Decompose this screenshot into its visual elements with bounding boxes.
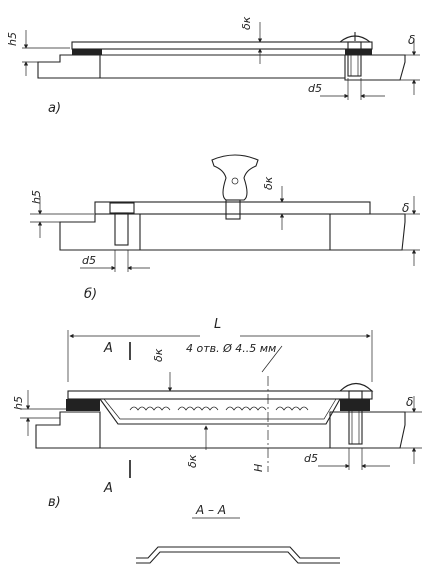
view-b-base-right — [329, 213, 406, 251]
view-c-gasket-right — [340, 399, 370, 411]
view-c: L 4 отв. Ø 4..5 мм A h5 δк δк H — [12, 317, 422, 564]
view-c-H-label: H — [252, 464, 265, 472]
view-c-section-bottom-label: A — [103, 481, 113, 496]
view-b: h5 δк δ d5 б) — [30, 154, 420, 302]
view-c-base-right — [329, 411, 406, 449]
view-b-screw-head — [109, 202, 135, 214]
view-a-base-left — [37, 54, 101, 79]
view-a-delta-label: δ — [408, 33, 415, 47]
view-a-gasket-right — [345, 49, 372, 55]
view-c-inner-tray — [99, 398, 341, 425]
view-c-delta-k-top-label: δк — [152, 348, 165, 362]
view-c-base-left — [35, 411, 101, 449]
view-b-caption: б) — [84, 287, 97, 302]
view-c-d5-label: d5 — [304, 452, 318, 465]
view-c-L-label: L — [214, 317, 221, 332]
view-c-gasket-left — [66, 399, 100, 411]
view-c-delta-k-bottom-label: δк — [186, 454, 199, 468]
view-b-d5-label: d5 — [82, 254, 96, 267]
section-aa-profile — [136, 546, 340, 564]
view-a-cover-plate — [71, 41, 373, 50]
view-b-screw-shank — [114, 212, 129, 246]
view-c-delta-label: δ — [406, 395, 413, 409]
view-c-holes-leader — [261, 345, 283, 373]
view-c-h5-label: h5 — [12, 396, 25, 410]
view-b-knob-pin — [231, 177, 239, 185]
view-a-d5-label: d5 — [308, 82, 322, 95]
view-a-screw-head — [338, 35, 372, 43]
view-c-springs — [129, 406, 309, 411]
view-c-caption: в) — [48, 495, 61, 510]
view-a-gasket-left — [72, 49, 102, 55]
view-b-knob — [211, 154, 259, 201]
view-b-delta-k-label: δк — [262, 176, 275, 190]
view-a-delta-k-label: δк — [240, 16, 253, 30]
view-a-h5-label: h5 — [6, 32, 19, 46]
view-c-cover-plate — [67, 390, 373, 400]
view-b-knob-stem — [225, 199, 241, 220]
view-c-screw-shank — [348, 390, 363, 445]
view-b-cover-plate — [94, 201, 371, 215]
view-a-screw-shank — [347, 41, 362, 77]
view-c-holes-label: 4 отв. Ø 4..5 мм — [186, 342, 276, 355]
view-c-screw-head — [338, 382, 374, 392]
section-aa-title: A – A — [195, 503, 226, 517]
view-a: h5 δк δ d5 а) — [6, 16, 420, 116]
view-c-section-top-label: A — [103, 341, 113, 356]
view-b-delta-label: δ — [402, 201, 409, 215]
view-a-caption: а) — [48, 101, 61, 116]
view-a-base-right — [344, 54, 406, 81]
view-b-h5-label: h5 — [30, 190, 43, 204]
